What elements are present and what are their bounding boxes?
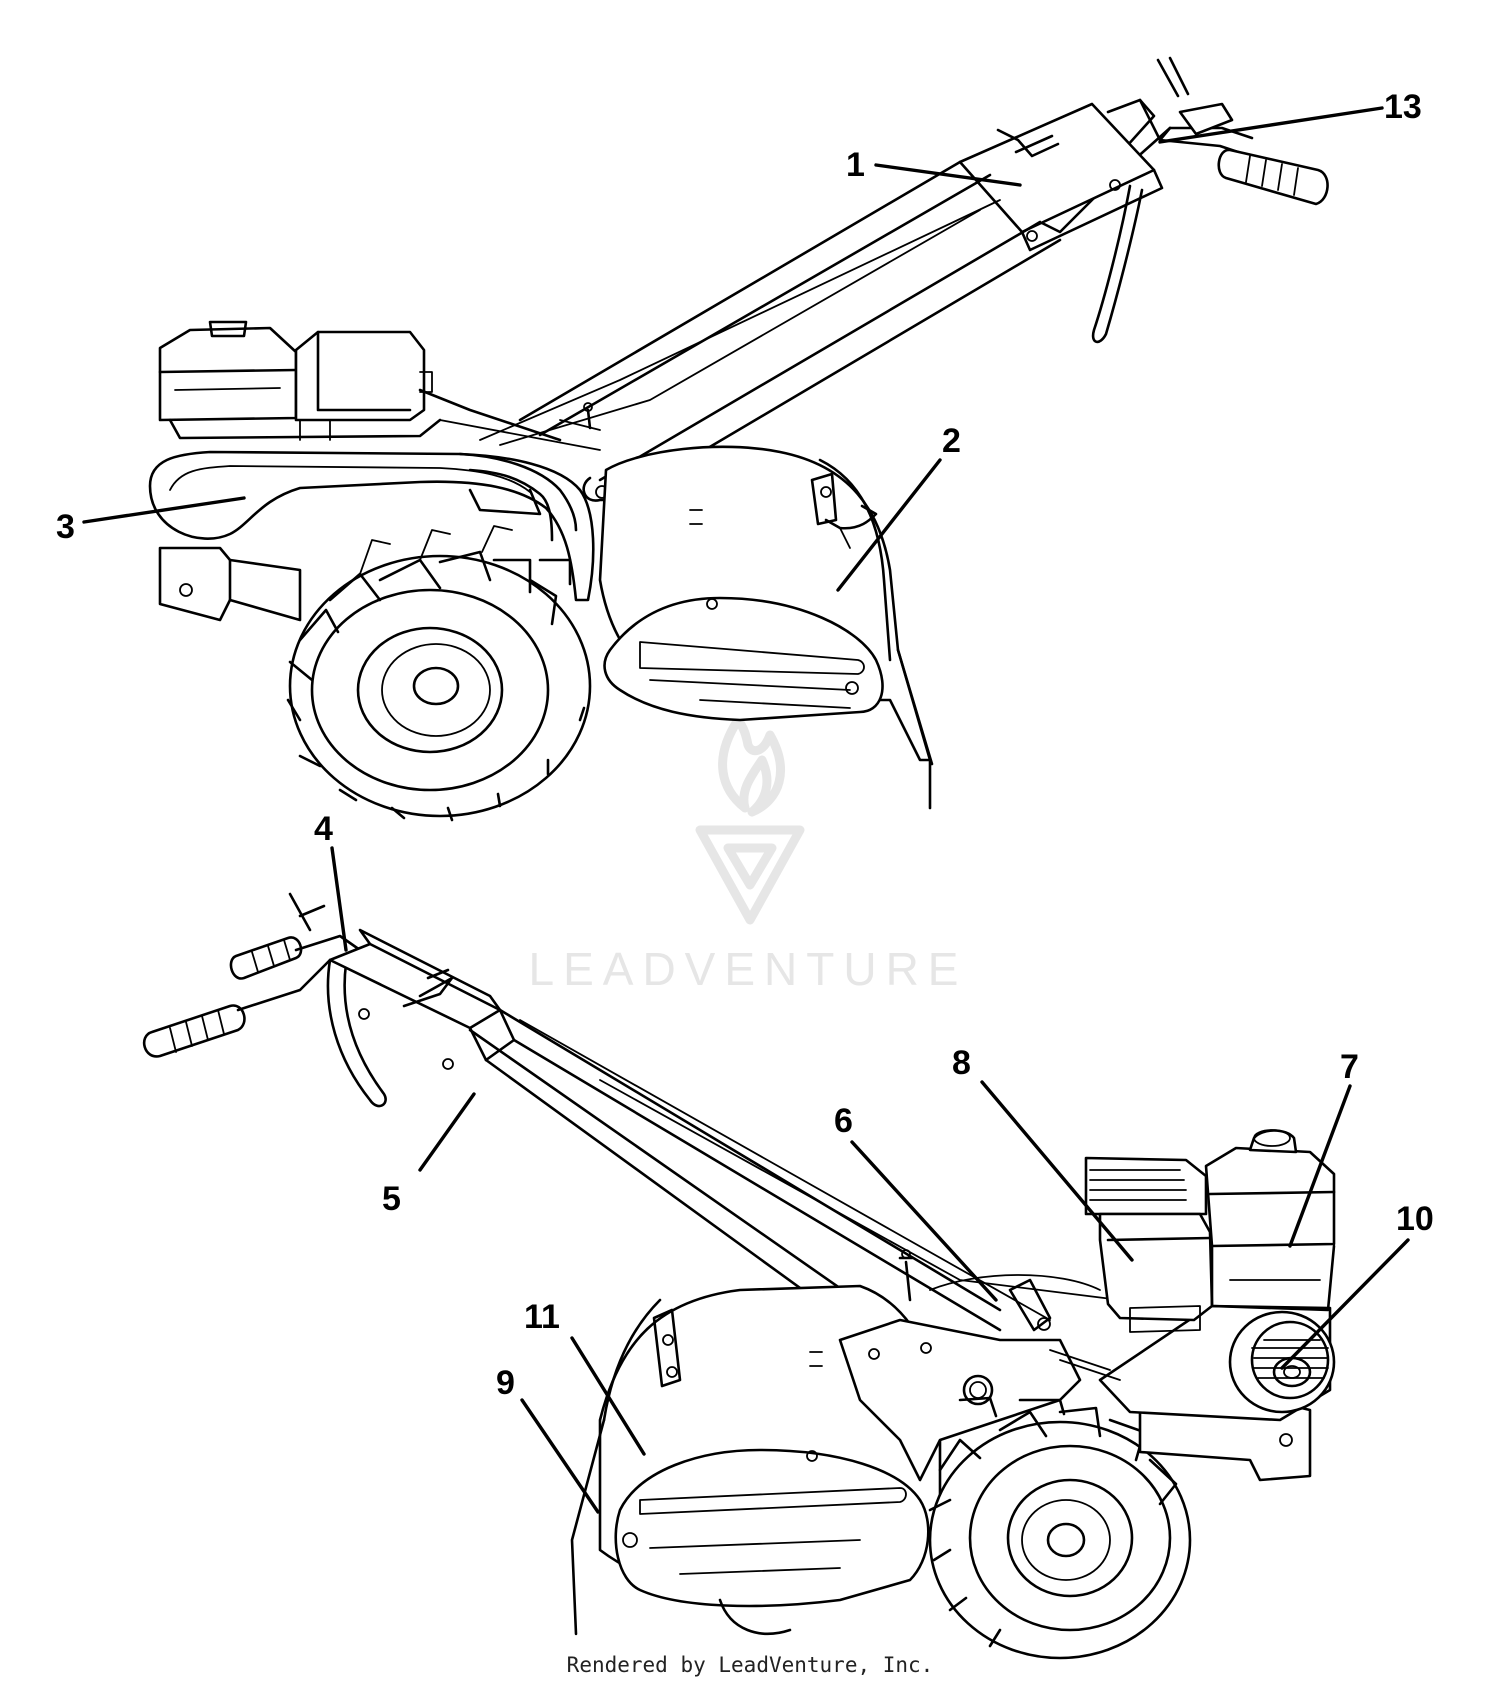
leader-line-3 bbox=[82, 496, 246, 524]
callout-7: 7 bbox=[1340, 1048, 1359, 1086]
lower-wheel bbox=[928, 1396, 1192, 1660]
leader-line-13 bbox=[1158, 106, 1384, 144]
footer-credit: Rendered by LeadVenture, Inc. bbox=[566, 1653, 934, 1677]
leader-line-6 bbox=[850, 1140, 998, 1302]
watermark: LEADVENTURE bbox=[529, 715, 968, 995]
callout-13: 13 bbox=[1384, 88, 1422, 126]
watermark-text: LEADVENTURE bbox=[529, 943, 968, 995]
tiller-lower-illustration bbox=[142, 892, 1336, 1660]
callout-5: 5 bbox=[382, 1180, 401, 1218]
leader-line-11 bbox=[570, 1336, 646, 1456]
leader-line-2 bbox=[836, 458, 942, 592]
tiller-upper-illustration bbox=[148, 56, 1329, 822]
leader-line-4 bbox=[330, 846, 348, 952]
recoil-starter bbox=[1228, 1310, 1336, 1414]
leader-line-9 bbox=[520, 1398, 600, 1514]
leader-line-8 bbox=[980, 1080, 1134, 1262]
callout-6: 6 bbox=[834, 1102, 853, 1140]
flame-logo-mark bbox=[695, 715, 805, 925]
callout-1: 1 bbox=[846, 146, 865, 184]
leader-line-10 bbox=[1280, 1238, 1410, 1370]
callout-4: 4 bbox=[314, 810, 333, 848]
callout-9: 9 bbox=[496, 1364, 515, 1402]
callout-10: 10 bbox=[1396, 1200, 1434, 1238]
callout-3: 3 bbox=[56, 508, 75, 546]
leader-line-5 bbox=[418, 1092, 476, 1172]
callout-2: 2 bbox=[942, 422, 961, 460]
callout-labels: 1 2 3 4 5 6 7 8 9 10 11 13 bbox=[56, 88, 1434, 1402]
leader-line-1 bbox=[874, 163, 1022, 187]
callout-8: 8 bbox=[952, 1044, 971, 1082]
leader-line-7 bbox=[1288, 1084, 1352, 1248]
callout-11: 11 bbox=[524, 1298, 560, 1336]
upper-wheel bbox=[286, 488, 592, 822]
leader-lines bbox=[82, 106, 1410, 1514]
